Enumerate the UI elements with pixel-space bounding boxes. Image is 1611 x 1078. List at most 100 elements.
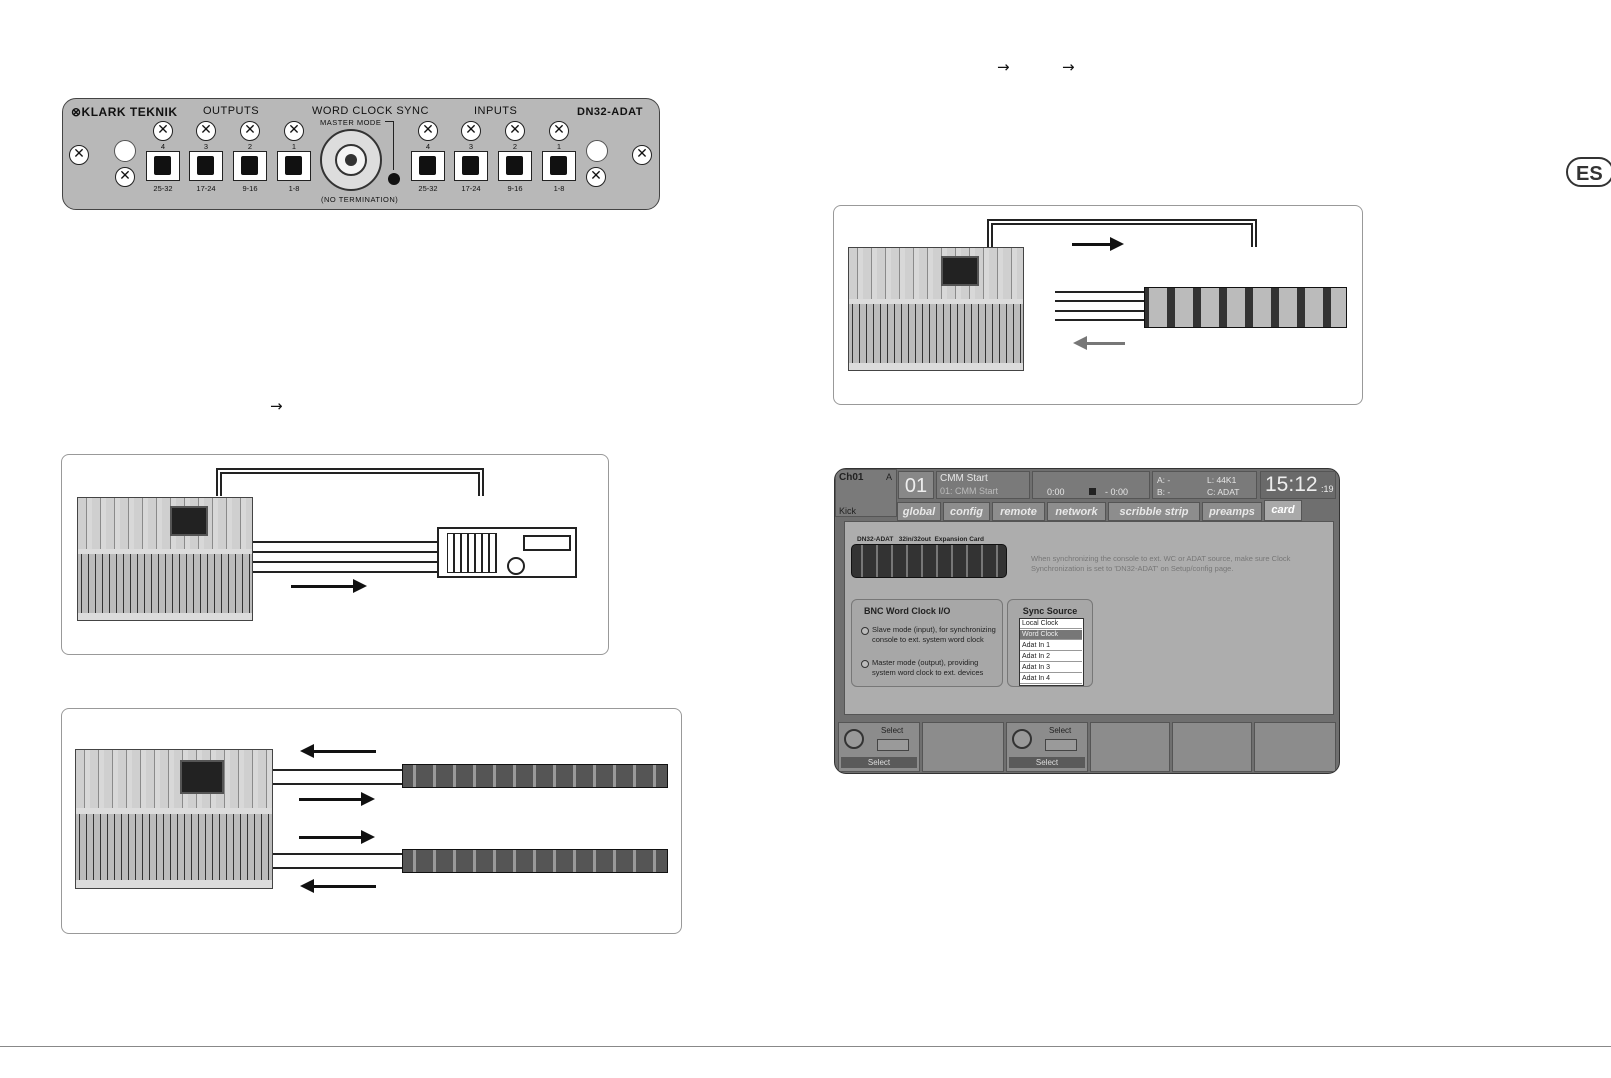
sync-option-adat-in-1[interactable]: Adat In 1: [1020, 641, 1082, 651]
sync-option-word-clock[interactable]: Word Clock: [1020, 630, 1082, 640]
adat-input-port[interactable]: [498, 151, 532, 181]
adat-cable-line: [1055, 300, 1145, 302]
scene-name-box: CMM Start 01: CMM Start: [936, 471, 1030, 499]
adat-input-port[interactable]: [411, 151, 445, 181]
adat-output-port[interactable]: [146, 151, 180, 181]
bnc-word-clock-panel: BNC Word Clock I/O Slave mode (input), f…: [851, 599, 1003, 687]
outputs-label: OUTPUTS: [203, 105, 260, 117]
port-screw-icon: ✕: [240, 121, 260, 141]
card-model-label: DN32-ADAT: [577, 106, 644, 118]
encoder-label: Select: [1049, 726, 1072, 735]
select-button[interactable]: Select: [1009, 757, 1085, 768]
sync-option-adat-in-3[interactable]: Adat In 3: [1020, 663, 1082, 673]
adat-cable-line: [1055, 291, 1145, 293]
sync-option-adat-in-2[interactable]: Adat In 2: [1020, 652, 1082, 662]
output-channel-range: 1-8: [288, 184, 300, 193]
adat-output-port[interactable]: [189, 151, 223, 181]
port-screw-icon: ✕: [196, 121, 216, 141]
mount-screw-icon: ✕: [586, 167, 606, 187]
master-mode-radio[interactable]: [861, 660, 869, 668]
encoder-slot-2[interactable]: [922, 722, 1004, 772]
tab-remote[interactable]: remote: [992, 502, 1045, 521]
status-b: B: -: [1157, 487, 1171, 497]
encoder-slot-3[interactable]: Select Select: [1006, 722, 1088, 772]
encoder-slot-4[interactable]: [1090, 722, 1170, 772]
adat-output-port[interactable]: [233, 151, 267, 181]
adat-output-port[interactable]: [277, 151, 311, 181]
scene-number: 01: [904, 475, 928, 497]
slave-mode-radio[interactable]: [861, 627, 869, 635]
mixer-console-drawing: [75, 749, 273, 889]
output-port-number: 4: [160, 142, 166, 151]
sync-info-text: When synchronizing the console to ext. W…: [1031, 554, 1291, 573]
mount-screw-icon: ✕: [632, 145, 652, 165]
signal-direction-arrow: [300, 744, 376, 758]
stagebox-device-drawing: [1144, 287, 1347, 328]
card-setup-panel: DN32-ADAT 32in/32out Expansion Card When…: [844, 521, 1334, 715]
page-bottom-rule: [0, 1046, 1611, 1047]
input-channel-range: 17-24: [461, 184, 481, 193]
input-port-number: 2: [512, 142, 518, 151]
rotary-knob-icon[interactable]: [1012, 729, 1032, 749]
status-a: A: -: [1157, 475, 1171, 485]
adat-input-port[interactable]: [542, 151, 576, 181]
status-c: C: ADAT: [1207, 487, 1240, 497]
sync-source-panel: Sync Source Local Clock Word Clock Adat …: [1007, 599, 1093, 687]
input-channel-range: 1-8: [553, 184, 565, 193]
adat-cable-line: [1055, 319, 1145, 321]
bnc-connector-icon[interactable]: [320, 129, 382, 191]
sync-source-list[interactable]: Local Clock Word Clock Adat In 1 Adat In…: [1019, 618, 1084, 686]
language-badge: ES: [1566, 157, 1611, 187]
output-port-number: 3: [203, 142, 209, 151]
port-screw-icon: ✕: [549, 121, 569, 141]
tab-config[interactable]: config: [943, 502, 990, 521]
inputs-label: INPUTS: [474, 105, 518, 117]
adat-cable-pair: [273, 853, 403, 869]
stop-icon[interactable]: [1089, 488, 1096, 495]
tab-card[interactable]: card: [1264, 500, 1302, 521]
time-remaining: - 0:00: [1105, 487, 1129, 497]
output-port-number: 2: [247, 142, 253, 151]
tab-scribble-strip[interactable]: scribble strip: [1108, 502, 1200, 521]
encoder-slot-6[interactable]: [1254, 722, 1336, 772]
bnc-panel-title: BNC Word Clock I/O: [864, 606, 951, 616]
word-clock-sync-label: WORD CLOCK SYNC: [312, 105, 429, 117]
dn32-adat-card-thumbnail: [851, 544, 1007, 578]
sync-option-adat-in-4[interactable]: Adat In 4: [1020, 674, 1082, 684]
signal-direction-arrow: [300, 879, 376, 893]
input-port-number: 4: [425, 142, 431, 151]
clock-display: 15:12 :19: [1260, 471, 1336, 499]
master-mode-label: Master mode (output), providing system w…: [872, 658, 984, 677]
status-led-icon: [586, 140, 608, 162]
clock-seconds: :19: [1321, 484, 1334, 494]
output-channel-range: 17-24: [196, 184, 216, 193]
tab-global[interactable]: global: [897, 502, 941, 521]
brand-logo: ⊗KLARK TEKNIK: [71, 105, 178, 119]
mixer-console-drawing: [848, 247, 1024, 371]
arrow-glyph-mid: →: [270, 397, 283, 415]
no-termination-label: (NO TERMINATION): [321, 195, 399, 204]
master-mode-label: MASTER MODE: [320, 118, 382, 127]
signal-direction-arrow: [1073, 336, 1125, 350]
preamp-rack-device: [402, 849, 668, 873]
encoder-slot-5[interactable]: [1172, 722, 1252, 772]
tab-network[interactable]: network: [1047, 502, 1106, 521]
playback-box: 0:00 - 0:00: [1032, 471, 1150, 499]
encoder-value-box: [1045, 739, 1077, 751]
tab-preamps[interactable]: preamps: [1202, 502, 1262, 521]
sync-option-local-clock[interactable]: Local Clock: [1020, 619, 1082, 629]
channel-display: Ch01 A Kick: [835, 469, 897, 517]
preamp-rack-device: [402, 764, 668, 788]
master-mode-led-icon: [388, 173, 400, 185]
encoder-value-box: [877, 739, 909, 751]
select-button[interactable]: Select: [841, 757, 917, 768]
dn32-adat-card-panel: ⊗KLARK TEKNIK DN32-ADAT OUTPUTS WORD CLO…: [62, 98, 660, 210]
input-port-number: 3: [468, 142, 474, 151]
encoder-slot-1[interactable]: Select Select: [838, 722, 920, 772]
word-clock-cable: [216, 468, 484, 496]
rotary-knob-icon[interactable]: [844, 729, 864, 749]
adat-input-port[interactable]: [454, 151, 488, 181]
channel-name: Kick: [839, 506, 857, 516]
clock-main: 15:12: [1265, 473, 1318, 496]
adat-cable-pair: [273, 769, 403, 785]
